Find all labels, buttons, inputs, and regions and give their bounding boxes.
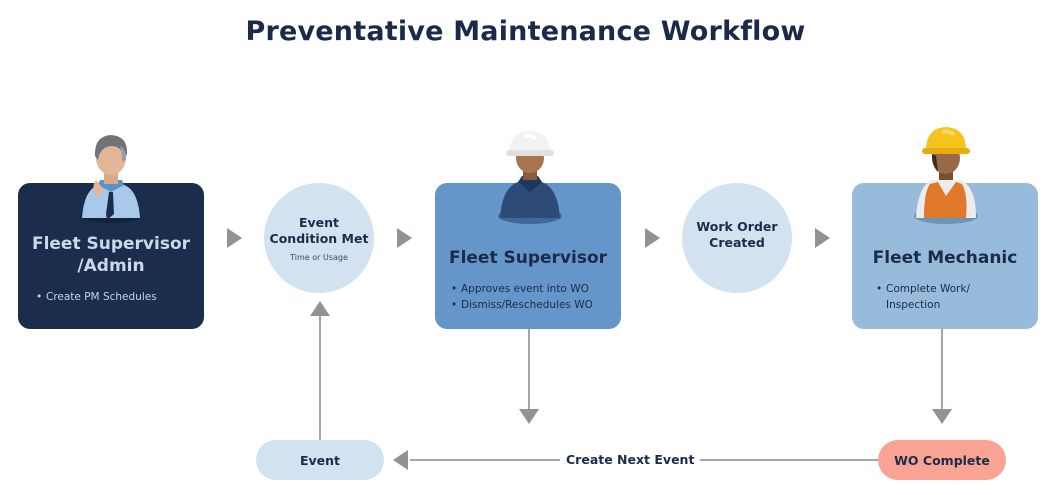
arrow-right-icon: [227, 228, 242, 248]
role-bullets: Create PM Schedules: [36, 289, 204, 305]
loop-label: Create Next Event: [560, 452, 701, 467]
work-order-created-node: Work Order Created: [682, 183, 792, 293]
wo-complete-node: WO Complete: [878, 440, 1006, 480]
node-title-line: Event: [298, 214, 340, 230]
bullet-item: Approves event into WO: [451, 281, 621, 297]
arrow-down-icon: [519, 409, 539, 424]
role-bullets: Complete Work/ Inspection: [876, 281, 996, 313]
arrow-up-icon: [310, 301, 330, 316]
node-title-line: Created: [709, 235, 765, 250]
role-title-line: /Admin: [77, 256, 145, 276]
role-title-line: Fleet Supervisor: [31, 234, 191, 254]
bullet-item: Create PM Schedules: [36, 289, 204, 305]
event-node: Event: [256, 440, 384, 480]
arrow-right-icon: [815, 228, 830, 248]
node-title: Event Condition Met: [270, 215, 369, 247]
role-title: Fleet Supervisor /Admin: [18, 233, 204, 277]
event-condition-node: Event Condition Met Time or Usage: [264, 183, 374, 293]
bullet-item: Dismiss/Reschedules WO: [451, 297, 621, 313]
white-hardhat-worker-avatar: [498, 131, 562, 224]
arrow-right-icon: [645, 228, 660, 248]
page-title: Preventative Maintenance Workflow: [245, 16, 806, 47]
node-title-line: Condition Met: [269, 230, 369, 246]
node-title: Work Order Created: [696, 219, 777, 251]
arrow-left-icon: [393, 450, 408, 470]
yellow-hardhat-mechanic-avatar: [914, 127, 978, 224]
node-subtitle: Time or Usage: [290, 252, 348, 262]
role-title: Fleet Supervisor: [448, 248, 608, 268]
role-bullets: Approves event into WO Dismiss/Reschedul…: [451, 281, 621, 313]
arrow-right-icon: [397, 228, 412, 248]
role-title: Fleet Mechanic: [872, 248, 1018, 268]
office-worker-avatar: [81, 135, 141, 223]
arrow-down-icon: [932, 409, 952, 424]
bullet-item: Complete Work/ Inspection: [876, 281, 996, 313]
node-title-line: Work Order: [696, 219, 778, 234]
